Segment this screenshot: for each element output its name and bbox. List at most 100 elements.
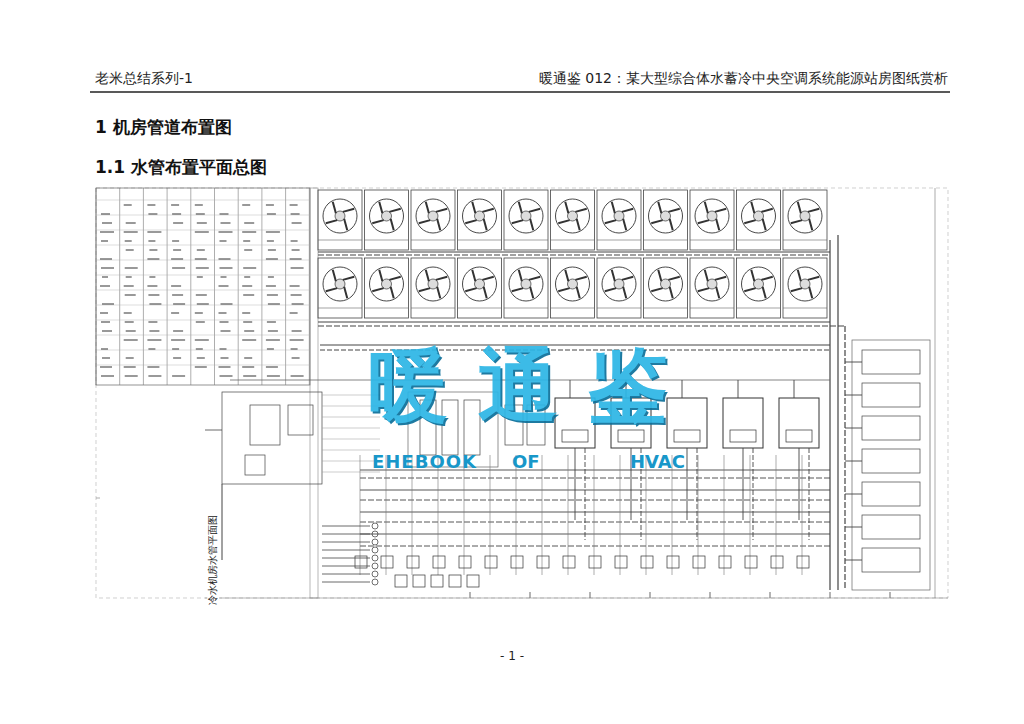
plan-line [565, 202, 568, 213]
plan-line [242, 366, 254, 367]
plan-line [658, 202, 661, 213]
plan-line [147, 231, 161, 232]
plan-line [242, 231, 256, 232]
plan-line [318, 240, 362, 241]
plan-line [124, 366, 136, 367]
plan-line [687, 448, 688, 520]
plan-line [267, 240, 274, 241]
plan-line [267, 348, 274, 349]
plan-rect [411, 258, 455, 318]
plan-line [100, 258, 112, 259]
plan-line [101, 321, 110, 322]
plan-line [292, 303, 304, 304]
plan-line [529, 277, 540, 280]
plan-line [266, 204, 274, 205]
plan-line [668, 277, 679, 280]
plan-line [845, 494, 862, 495]
valve-symbol [372, 547, 378, 553]
plan-line [318, 251, 830, 252]
plan-line [291, 213, 300, 214]
plan-line [436, 277, 447, 280]
plan-line [343, 209, 354, 212]
plan-line [292, 357, 300, 358]
generated-plan-details [96, 188, 948, 598]
plan-line [333, 202, 336, 213]
plan-rect [395, 575, 407, 587]
plan-line [791, 220, 802, 223]
valve-symbol [372, 563, 378, 569]
plan-rect [745, 556, 757, 568]
plan-line [196, 294, 207, 295]
plan-line [458, 240, 502, 241]
plan-line [738, 380, 739, 398]
plan-line [167, 188, 168, 385]
plan-line [172, 348, 179, 349]
plan-line [809, 448, 810, 540]
plan-line [333, 270, 336, 281]
plan-line [845, 560, 862, 561]
plan-rect [413, 575, 425, 587]
plan-line [124, 231, 138, 232]
fan-circle [742, 267, 776, 301]
plan-line [360, 546, 830, 547]
plan-line [670, 219, 673, 230]
plan-line [243, 294, 254, 295]
plan-line [829, 240, 830, 590]
plan-line [620, 455, 621, 575]
plan-line [809, 219, 812, 230]
plan-line [221, 330, 231, 331]
plan-rect [458, 190, 502, 250]
plan-line [458, 308, 502, 309]
plan-line [716, 219, 719, 230]
plan-line [148, 375, 161, 376]
plan-line [101, 375, 114, 376]
plan-line [124, 204, 132, 205]
plan-line [147, 366, 159, 367]
plan-line [761, 277, 772, 280]
plan-line [96, 200, 310, 201]
plan-line [125, 321, 134, 322]
fan-circle [602, 267, 636, 301]
plan-line [575, 277, 586, 280]
plan-line [644, 240, 688, 241]
plan-rect [862, 482, 920, 506]
plan-line [529, 209, 540, 212]
plan-rect [504, 190, 548, 250]
plan-line [530, 219, 533, 230]
plan-line [267, 375, 280, 376]
fan-circle [788, 199, 822, 233]
plan-line [244, 222, 254, 223]
plan-line [698, 455, 699, 575]
plan-line [737, 240, 781, 241]
plan-rect [779, 398, 819, 448]
plan-line [125, 294, 136, 295]
plan-line [173, 249, 181, 250]
plan-line [96, 188, 97, 385]
plan-line [291, 375, 304, 376]
plan-line [220, 348, 227, 349]
plan-rect [288, 405, 313, 435]
plan-line [290, 285, 300, 286]
plan-line [360, 522, 830, 523]
plan-line [389, 277, 400, 280]
plan-line [750, 455, 751, 575]
plan-line [605, 220, 616, 223]
plan-line [318, 254, 830, 255]
fan-circle [509, 267, 543, 301]
plan-line [516, 455, 517, 575]
plan-line [426, 202, 429, 213]
plan-line [761, 209, 772, 212]
plan-rect [786, 430, 812, 442]
fan-circle [370, 267, 404, 301]
fan-circle [649, 267, 683, 301]
plan-line [266, 258, 278, 259]
plan-line [195, 312, 203, 313]
plan-rect [318, 258, 362, 318]
watermark-en: EHEBOOK [372, 452, 477, 473]
plan-line [763, 219, 766, 230]
plan-line [845, 395, 862, 396]
plan-line [783, 308, 827, 309]
plan-line [575, 448, 576, 520]
plan-line [322, 472, 380, 473]
plan-line [484, 287, 487, 298]
